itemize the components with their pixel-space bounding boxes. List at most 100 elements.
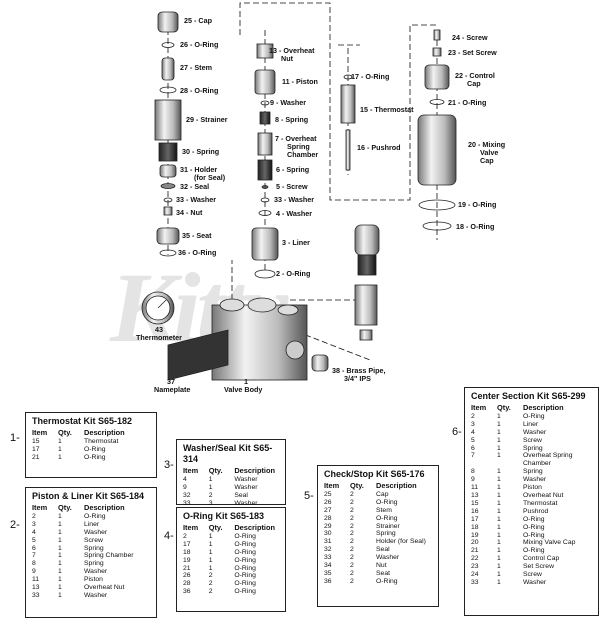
quantity <box>497 460 523 468</box>
item-number: 3 <box>32 520 36 528</box>
callout-c15: 15 - Thermostat <box>360 105 414 114</box>
description: Mixing Valve Cap <box>523 539 576 547</box>
kit-number-6: 6- <box>452 426 462 438</box>
item-number: 28 <box>183 580 191 588</box>
callout-c36: 36 - O-Ring <box>178 248 217 257</box>
quantity: 1 <box>58 544 62 552</box>
item-number: 9 <box>32 568 36 576</box>
quantity: 2 <box>208 580 213 588</box>
description: Seal <box>234 491 248 499</box>
quantity: 3 <box>208 499 213 507</box>
quantity: 1 <box>497 420 501 428</box>
callout-c3: 3 - Liner <box>282 238 310 247</box>
item-number: 32 <box>183 491 191 499</box>
quantity: 1 <box>497 452 501 460</box>
description: O-Ring <box>234 548 256 556</box>
quantity: 1 <box>208 564 213 572</box>
description: Spring <box>523 444 543 452</box>
callout-c1a: 1 <box>244 377 248 386</box>
quantity: 2 <box>350 546 354 554</box>
quantity: 1 <box>58 584 62 592</box>
item-number: 36 <box>324 577 332 585</box>
table-row: Chamber <box>471 460 581 468</box>
item-number: 15 <box>471 499 479 507</box>
description: O-Ring <box>84 512 106 520</box>
check-stop-strainer-part <box>354 284 378 326</box>
quantity: 1 <box>208 540 213 548</box>
kit-title: O-Ring Kit S65-183 <box>183 511 265 521</box>
quantity: 2 <box>350 569 354 577</box>
mixing-valve-cap-part <box>417 114 457 186</box>
washer-part <box>260 100 270 106</box>
callout-c35: 35 - Seat <box>182 231 212 240</box>
callout-c37b: Nameplate <box>154 385 191 394</box>
item-number: 2 <box>183 532 187 540</box>
description: Thermostat <box>523 499 558 507</box>
quantity: 1 <box>497 436 501 444</box>
callout-c30: 30 - Spring <box>182 147 220 156</box>
kit-title: Center Section Kit S65-299 <box>471 391 586 401</box>
callout-c24: 24 - Screw <box>452 33 488 42</box>
kit-number-1: 1- <box>10 432 20 444</box>
washer-part <box>258 210 272 216</box>
quantity: 1 <box>497 428 501 436</box>
o-ring-part <box>422 221 452 231</box>
callout-c38b: 3/4" IPS <box>344 374 371 383</box>
description: Thermostat <box>84 437 119 445</box>
item-number: 4 <box>471 428 475 436</box>
item-number: 7 <box>471 452 475 460</box>
description: Washer <box>523 578 547 586</box>
item-number: 3 <box>471 420 475 428</box>
quantity: 2 <box>208 491 213 499</box>
quantity: 1 <box>58 437 62 445</box>
callout-c5: 5 - Screw <box>276 182 308 191</box>
quantity: 1 <box>58 512 62 520</box>
washer-part <box>260 197 270 203</box>
callout-c28: 28 - O-Ring <box>180 86 219 95</box>
item-number: 24 <box>471 571 479 579</box>
description: O-Ring <box>234 572 256 580</box>
item-number: 17 <box>471 515 479 523</box>
quantity: 1 <box>208 475 213 483</box>
item-number: 11 <box>471 484 479 492</box>
o-ring-part <box>429 99 445 105</box>
item-number: 5 <box>32 536 36 544</box>
callout-c13a: 13 - Overheat <box>269 46 315 55</box>
callout-c9: 9 - Washer <box>270 98 307 107</box>
description: Piston <box>523 484 542 492</box>
item-number: 2 <box>32 512 36 520</box>
quantity: 2 <box>350 530 354 538</box>
table-row: 2 1 O-Ring <box>32 513 140 521</box>
quantity: 1 <box>208 556 213 564</box>
quantity: 1 <box>208 532 213 540</box>
check-stop-seat-part <box>359 329 373 341</box>
brass-pipe-part <box>311 354 329 372</box>
description: Pushrod <box>523 507 549 515</box>
item-number: 27 <box>324 506 332 514</box>
callout-c19: 19 - O-Ring <box>458 200 497 209</box>
description: Seat <box>376 569 390 577</box>
item-number: 36 <box>183 588 191 596</box>
quantity: 1 <box>497 507 501 515</box>
item-number: 17 <box>32 445 40 453</box>
